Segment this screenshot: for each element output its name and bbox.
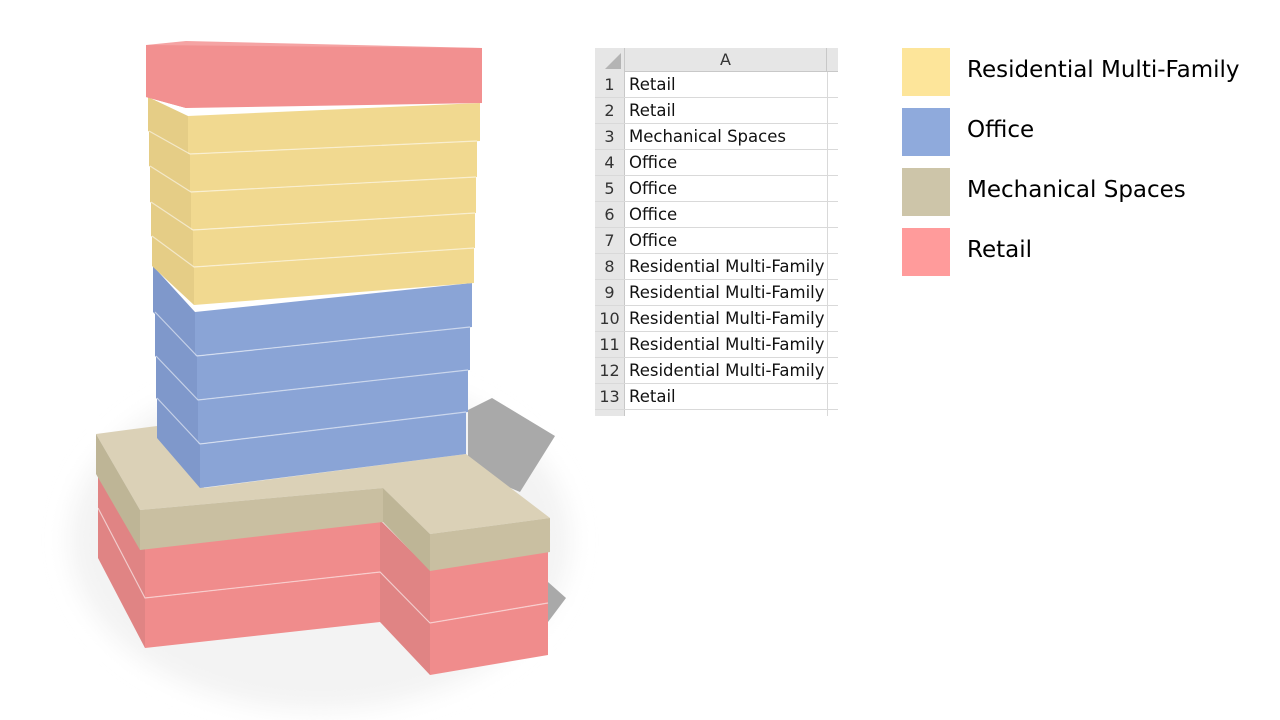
retail-front-face bbox=[145, 572, 380, 648]
cell-a3[interactable]: Mechanical Spaces bbox=[629, 127, 786, 146]
mech-front-face bbox=[430, 518, 550, 571]
cell-a12[interactable]: Residential Multi-Family bbox=[629, 361, 825, 380]
office-front-face bbox=[198, 370, 468, 444]
retail-side-face bbox=[98, 508, 145, 648]
res-side-face bbox=[149, 131, 190, 192]
retail-front-face bbox=[430, 603, 548, 675]
cell-a10[interactable]: Residential Multi-Family bbox=[629, 309, 825, 328]
roof-retail-floor bbox=[146, 41, 482, 108]
mech-top-face bbox=[96, 426, 550, 534]
retail-side-face bbox=[380, 520, 430, 623]
table-row[interactable]: 14 bbox=[595, 410, 838, 416]
cell-a4[interactable]: Office bbox=[629, 153, 678, 172]
row-number[interactable]: 7 bbox=[595, 228, 625, 253]
cell-a5[interactable]: Office bbox=[629, 179, 678, 198]
floor-seams bbox=[97, 130, 549, 624]
residential-floor-2 bbox=[151, 202, 475, 267]
res-front-face bbox=[188, 103, 480, 154]
mech-side-face bbox=[383, 488, 430, 571]
legend-swatch bbox=[902, 168, 950, 216]
office-front-face bbox=[195, 283, 472, 356]
row-number[interactable]: 5 bbox=[595, 176, 625, 201]
retail-front-face bbox=[430, 550, 548, 623]
building-massing-diagram bbox=[70, 41, 570, 710]
office-floor-3 bbox=[155, 312, 470, 400]
cell-a1[interactable]: Retail bbox=[629, 75, 676, 94]
office-front-face bbox=[200, 412, 466, 488]
office-side-face bbox=[156, 356, 198, 444]
row-number[interactable]: 9 bbox=[595, 280, 625, 305]
legend-swatch bbox=[902, 228, 950, 276]
row-number[interactable]: 13 bbox=[595, 384, 625, 409]
legend-swatch bbox=[902, 108, 950, 156]
row-number[interactable]: 14 bbox=[595, 410, 625, 416]
mech-side-face bbox=[96, 434, 140, 550]
office-floor-4 bbox=[153, 266, 472, 356]
mech-front-face bbox=[140, 488, 383, 550]
row-number[interactable]: 10 bbox=[595, 306, 625, 331]
cell-a9[interactable]: Residential Multi-Family bbox=[629, 283, 825, 302]
podium-mechanical-floor bbox=[96, 426, 550, 571]
office-floor-2 bbox=[156, 356, 468, 444]
row-number[interactable]: 11 bbox=[595, 332, 625, 357]
cell-a11[interactable]: Residential Multi-Family bbox=[629, 335, 825, 354]
res-side-face bbox=[151, 202, 193, 267]
office-side-face bbox=[157, 398, 200, 488]
legend-swatch bbox=[902, 48, 950, 96]
cell-a6[interactable]: Office bbox=[629, 205, 678, 224]
column-header-a[interactable]: A bbox=[625, 48, 827, 72]
res-side-face bbox=[152, 236, 194, 305]
row-number[interactable]: 1 bbox=[595, 72, 625, 97]
roof-front-face bbox=[146, 45, 482, 108]
cast-shadow bbox=[468, 398, 555, 492]
row-number[interactable]: 6 bbox=[595, 202, 625, 227]
res-side-face bbox=[148, 97, 188, 154]
res-side-face bbox=[150, 166, 191, 230]
legend-label: Residential Multi-Family bbox=[967, 57, 1240, 83]
office-side-face bbox=[153, 266, 195, 356]
residential-floor-4 bbox=[149, 131, 477, 192]
office-side-face bbox=[155, 312, 197, 400]
row-number[interactable]: 8 bbox=[595, 254, 625, 279]
cell-a13[interactable]: Retail bbox=[629, 387, 676, 406]
row-number[interactable]: 4 bbox=[595, 150, 625, 175]
legend-label: Office bbox=[967, 117, 1035, 143]
podium-retail-floor-1 bbox=[98, 508, 548, 675]
column-gridline bbox=[827, 72, 828, 416]
select-all-corner[interactable] bbox=[595, 48, 625, 72]
cell-a7[interactable]: Office bbox=[629, 231, 678, 250]
residential-floor-5 bbox=[148, 97, 480, 154]
row-number[interactable]: 3 bbox=[595, 124, 625, 149]
res-front-face bbox=[193, 213, 475, 267]
column-header-row: A bbox=[595, 48, 838, 72]
row-number[interactable]: 12 bbox=[595, 358, 625, 383]
office-front-face bbox=[197, 327, 470, 400]
cell-a2[interactable]: Retail bbox=[629, 101, 676, 120]
office-floor-1 bbox=[157, 398, 466, 488]
legend-label: Retail bbox=[967, 237, 1032, 263]
res-front-face bbox=[190, 141, 477, 192]
legend-label: Mechanical Spaces bbox=[967, 177, 1186, 203]
row-number[interactable]: 2 bbox=[595, 98, 625, 123]
cell-a8[interactable]: Residential Multi-Family bbox=[629, 257, 825, 276]
retail-side-face bbox=[380, 572, 430, 675]
